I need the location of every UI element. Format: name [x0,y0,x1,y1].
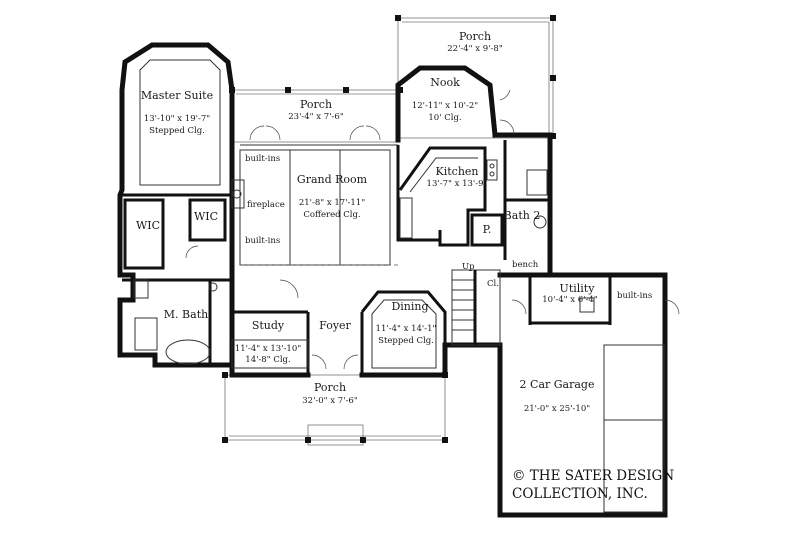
center-porch-dims: 23'-4" x 7'-6" [288,112,344,122]
stairs-up-label: Up [462,262,475,272]
copyright-line-2: COLLECTION, INC. [512,486,648,502]
closet-label: Cl. [487,279,499,289]
m-bath-name: M. Bath [164,308,208,321]
rear-porch-outline [395,15,556,139]
front-porch-name: Porch [314,381,346,394]
interior-walls [122,140,665,513]
bench-label: bench [512,260,539,270]
garage-name: 2 Car Garage [520,378,595,391]
rear-porch-dims: 22'-4" x 9'-8" [447,44,503,54]
study-dims: 11'-4" x 13'-10" [235,344,301,354]
grand-room-name: Grand Room [297,173,368,186]
builtins-top-label: built-ins [245,154,280,164]
wic-left-name: WIC [136,219,160,232]
room-labels: Porch 22'-4" x 9'-8" Nook 12'-11" x 10'-… [136,30,652,414]
kitchen-name: Kitchen [436,165,479,178]
garage-dims: 21'-0" x 25'-10" [524,404,590,414]
foyer-name: Foyer [319,319,351,332]
pantry-name: P. [483,223,492,236]
master-suite-name: Master Suite [141,89,213,102]
nook-name: Nook [430,76,460,89]
wic-right-name: WIC [194,210,218,223]
utility-name: Utility [560,282,596,295]
master-suite-dims: 13'-10" x 19'-7" [144,114,210,124]
fireplace-label: fireplace [247,200,285,210]
copyright: © THE SATER DESIGN COLLECTION, INC. [512,468,674,502]
front-porch-dims: 32'-0" x 7'-6" [302,396,358,406]
master-suite-note: Stepped Clg. [149,126,205,136]
copyright-line-1: © THE SATER DESIGN [512,468,674,484]
utility-builtins-label: built-ins [617,291,652,301]
dining-dims: 11'-4" x 14'-1" [376,324,437,334]
nook-note: 10' Clg. [428,113,461,123]
grand-room-dims: 21'-8" x 17'-11" [299,198,365,208]
stepped-ceilings [139,59,437,369]
dining-name: Dining [391,300,428,313]
builtins-bottom-label: built-ins [245,236,280,246]
kitchen-dims: 13'-7" x 13'-9" [427,179,488,189]
grand-room-note: Coffered Clg. [303,210,360,220]
center-porch-name: Porch [300,98,332,111]
utility-dims: 10'-4" x 6'-4" [542,295,598,305]
nook-dims: 12'-11" x 10'-2" [412,101,478,111]
door-swings [185,89,680,370]
study-name: Study [252,319,285,332]
dining-note: Stepped Clg. [378,336,434,346]
fixtures [133,159,498,365]
rear-porch-name: Porch [459,30,491,43]
bath2-name: Bath 2 [504,209,541,222]
study-note: 14'-8" Clg. [245,355,290,365]
